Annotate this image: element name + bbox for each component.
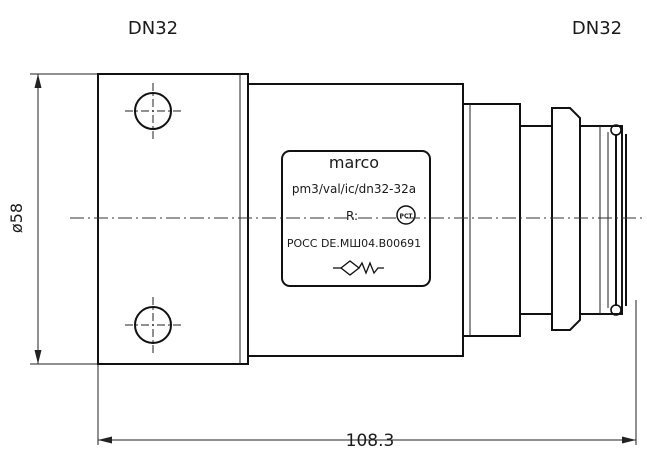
nameplate-reg-prefix: R:: [346, 209, 358, 223]
outlet-step-1: [462, 103, 521, 337]
bolt-hole-bottom: [125, 297, 181, 353]
nameplate-model: pm3/val/ic/dn32-32a: [292, 182, 416, 196]
certification-mark-text: PCT: [400, 213, 414, 220]
left-port-label: DN32: [128, 18, 178, 39]
nameplate-brand: marco: [329, 153, 379, 172]
coupling-ring: [610, 124, 627, 316]
diameter-dimension: [30, 73, 98, 365]
length-label: 108.3: [346, 431, 395, 449]
left-flange-block: [97, 73, 249, 365]
bolt-hole-top: [125, 83, 181, 139]
nameplate-cert: РОСС DE.МШ04.В00691: [287, 237, 421, 250]
check-valve-symbol-icon: [333, 260, 384, 276]
right-port-label: DN32: [572, 18, 622, 39]
diameter-label: ø58: [7, 203, 26, 233]
outlet-collar: [551, 107, 581, 331]
outlet-step-2: [519, 125, 553, 315]
length-dimension: [97, 300, 637, 445]
certification-mark-icon: PCT: [396, 205, 416, 225]
